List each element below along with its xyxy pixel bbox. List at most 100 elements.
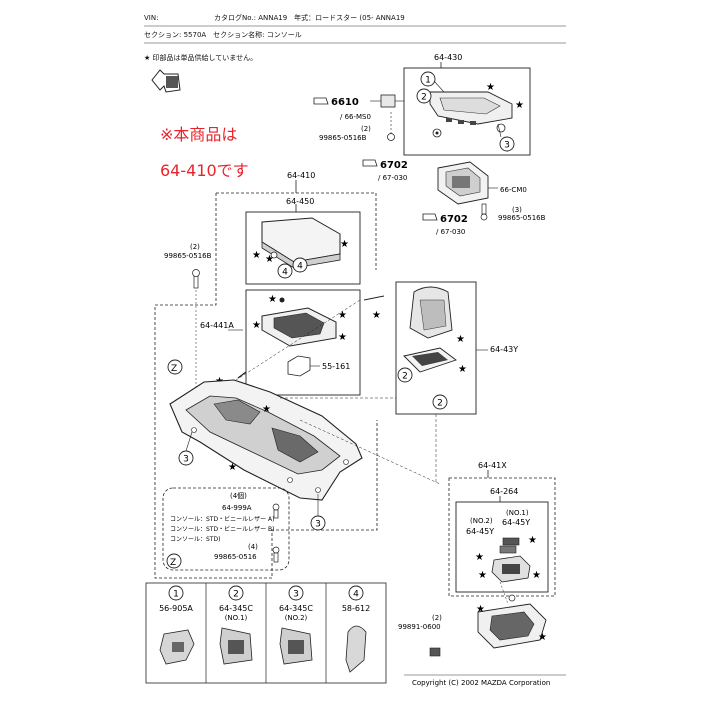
zone-z1-label: Z <box>171 364 177 374</box>
svg-text:★: ★ <box>486 82 495 93</box>
inset-screws <box>162 487 290 571</box>
svg-text:★: ★ <box>372 310 381 321</box>
console-variant-c: コンソール：STD) <box>170 536 220 543</box>
vin-label: VIN: <box>144 14 159 22</box>
label-64-45y-b: 64-45Y <box>466 527 494 536</box>
label-64-441a: 64-441A <box>200 321 234 330</box>
label-6702-b: 6702 <box>440 214 468 225</box>
catalog-info: カタログNo.: ANNA19 年式：ロードスター (05- ANNA19 <box>214 14 405 22</box>
svg-text:★: ★ <box>228 462 237 473</box>
svg-text:2: 2 <box>402 372 408 382</box>
label-99865-0516b-a: 99865-0516B <box>319 134 367 142</box>
svg-text:★: ★ <box>262 404 271 415</box>
qty-3: (3) <box>512 206 522 214</box>
table-part-3: 64-345C <box>279 604 313 613</box>
label-66-cm0: 66-CM0 <box>500 186 527 194</box>
legend-text: ★ 印部品は単品供給していません。 <box>144 54 258 62</box>
label-99865-0516b-b: 99865-0516B <box>498 214 546 222</box>
table-sub-3: (NO.2) <box>285 614 308 622</box>
label-64-264: 64-264 <box>490 487 518 496</box>
svg-text:★: ★ <box>338 310 347 321</box>
product-note-line2: 64-410です <box>160 161 249 180</box>
section-info: セクション: 5570A セクション名称: コンソール <box>144 31 302 39</box>
screw-icon-b <box>480 203 488 221</box>
svg-text:★: ★ <box>528 535 537 546</box>
qty-4-b: (4) <box>248 543 258 551</box>
shifter-base-66-cm0 <box>437 161 498 205</box>
zone-marker-z1 <box>167 359 183 375</box>
svg-text:★: ★ <box>475 552 484 563</box>
label-64-410: 64-410 <box>287 171 315 180</box>
table-num-4: 4 <box>353 590 359 600</box>
parts-table <box>145 582 387 684</box>
svg-text:★: ★ <box>458 364 467 375</box>
copyright: Copyright (C) 2002 MAZDA Corporation <box>412 679 550 687</box>
table-sub-2: (NO.1) <box>225 614 248 622</box>
qty-4-a: (4個) <box>230 491 247 500</box>
zone-z2-label: Z <box>170 558 176 568</box>
lid-64-450: 4 4 ★ ★ ★ <box>245 204 361 285</box>
product-note-line1: ※本商品は <box>160 125 238 144</box>
label-64-999a: 64-999A <box>222 504 252 512</box>
label-6702-a-sub: / 67-030 <box>378 174 407 182</box>
label-6610: 6610 <box>331 97 359 108</box>
table-num-3: 3 <box>293 590 299 600</box>
label-64-45y-a: 64-45Y <box>502 518 530 527</box>
svg-text:★: ★ <box>515 100 524 111</box>
svg-text:★: ★ <box>476 604 485 615</box>
assembly-64-430: 1 2 3 ★ ★ <box>403 62 531 156</box>
guide-line-2 <box>235 299 361 381</box>
guide-line-3 <box>299 419 441 485</box>
svg-text:4: 4 <box>297 262 303 272</box>
qty-2-b: (2) <box>190 243 200 251</box>
screw-icon-a <box>387 112 395 141</box>
label-64-450: 64-450 <box>286 197 314 206</box>
table-cell-4: 4 58-612 <box>342 585 370 613</box>
label-64-43y: 64-43Y <box>490 345 518 354</box>
label-6702-a: 6702 <box>380 160 408 171</box>
svg-text:★: ★ <box>478 570 487 581</box>
screw-icon-d <box>272 546 280 563</box>
table-part-4: 58-612 <box>342 604 370 613</box>
svg-text:★: ★ <box>456 334 465 345</box>
label-64-430: 64-430 <box>434 53 462 62</box>
label-no1: (NO.1) <box>506 509 529 517</box>
table-num-2: 2 <box>233 590 239 600</box>
svg-text:4: 4 <box>282 268 288 278</box>
svg-text:3: 3 <box>183 455 189 465</box>
label-6702-b-sub: / 67-030 <box>436 228 465 236</box>
screw-icon-c <box>192 269 200 289</box>
table-part-2: 64-345C <box>219 604 253 613</box>
label-no2: (NO.2) <box>470 517 493 525</box>
connector-icon-a <box>362 159 378 167</box>
connector-icon-b <box>422 213 438 221</box>
qty-2-a: (2) <box>361 125 371 133</box>
clip-icon-2 <box>272 503 280 519</box>
console-variant-a: コンソール：STD・ビニールレザー A) <box>170 515 274 523</box>
shifter-assembly-64-41x: ★ ★ ★ ★ ★ ★ <box>448 470 556 649</box>
tray-64-441a: ★ ★ ★ ★ ★ <box>245 289 385 396</box>
assembly-64-410-outline <box>154 180 378 579</box>
qty-2-c: (2) <box>432 614 442 622</box>
label-64-41x: 64-41X <box>478 461 507 470</box>
front-arrow-icon <box>151 69 181 93</box>
svg-text:★: ★ <box>532 570 541 581</box>
label-6610-sub: / 66-MS0 <box>340 113 371 121</box>
switch-6610 <box>313 94 404 108</box>
svg-text:★: ★ <box>265 254 274 265</box>
svg-text:★: ★ <box>338 332 347 343</box>
svg-text:★: ★ <box>268 294 277 305</box>
svg-text:1: 1 <box>425 76 431 86</box>
label-99891-0600: 99891-0600 <box>398 623 441 631</box>
table-num-1: 1 <box>173 590 179 600</box>
svg-text:★: ★ <box>252 320 261 331</box>
label-99865-0516: 99865-0516 <box>214 553 257 561</box>
svg-text:3: 3 <box>315 520 321 530</box>
svg-text:2: 2 <box>437 399 443 409</box>
table-cell-3: 3 64-345C (NO.2) <box>279 585 313 622</box>
zone-marker-z2 <box>166 553 182 569</box>
console-body: ★ ★ 3 3 <box>169 379 363 531</box>
svg-text:3: 3 <box>504 141 510 151</box>
